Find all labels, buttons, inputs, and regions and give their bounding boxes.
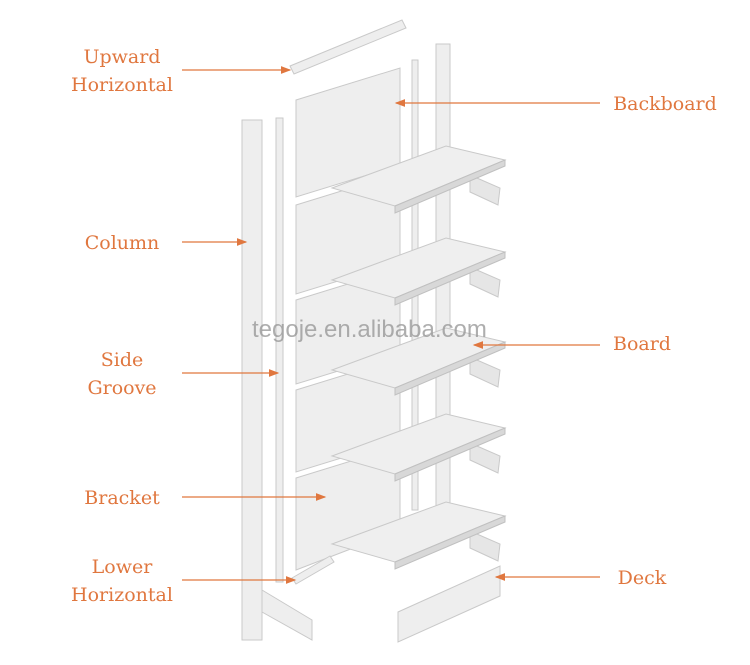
watermark: tegoje.en.alibaba.com <box>252 316 487 343</box>
label-bracket: Bracket <box>84 487 160 509</box>
board-edge <box>394 515 506 570</box>
column-part <box>241 119 263 641</box>
bracket-part <box>469 356 501 388</box>
label-lower-horizontal: Lower Horizontal <box>71 556 173 606</box>
board-edge <box>394 427 506 482</box>
label-side-groove: Side Groove <box>87 349 157 399</box>
label-deck: Deck <box>617 567 667 589</box>
label-backboard: Backboard <box>613 93 717 115</box>
label-column: Column <box>84 232 160 254</box>
bracket-part <box>469 442 501 474</box>
label-upward-horizontal: Upward Horizontal <box>71 46 173 96</box>
bracket-part <box>469 530 501 562</box>
label-board: Board <box>613 333 671 355</box>
rear-column <box>435 43 451 541</box>
foot <box>261 589 313 641</box>
board-edge <box>394 341 506 396</box>
board-edge <box>394 251 506 306</box>
upward-horizontal-part <box>289 19 407 75</box>
bracket-part <box>469 174 501 206</box>
bracket-part <box>469 266 501 298</box>
board-edge <box>394 159 506 214</box>
side-groove-part <box>275 117 284 583</box>
arrows <box>182 66 600 584</box>
deck-part <box>397 565 501 643</box>
